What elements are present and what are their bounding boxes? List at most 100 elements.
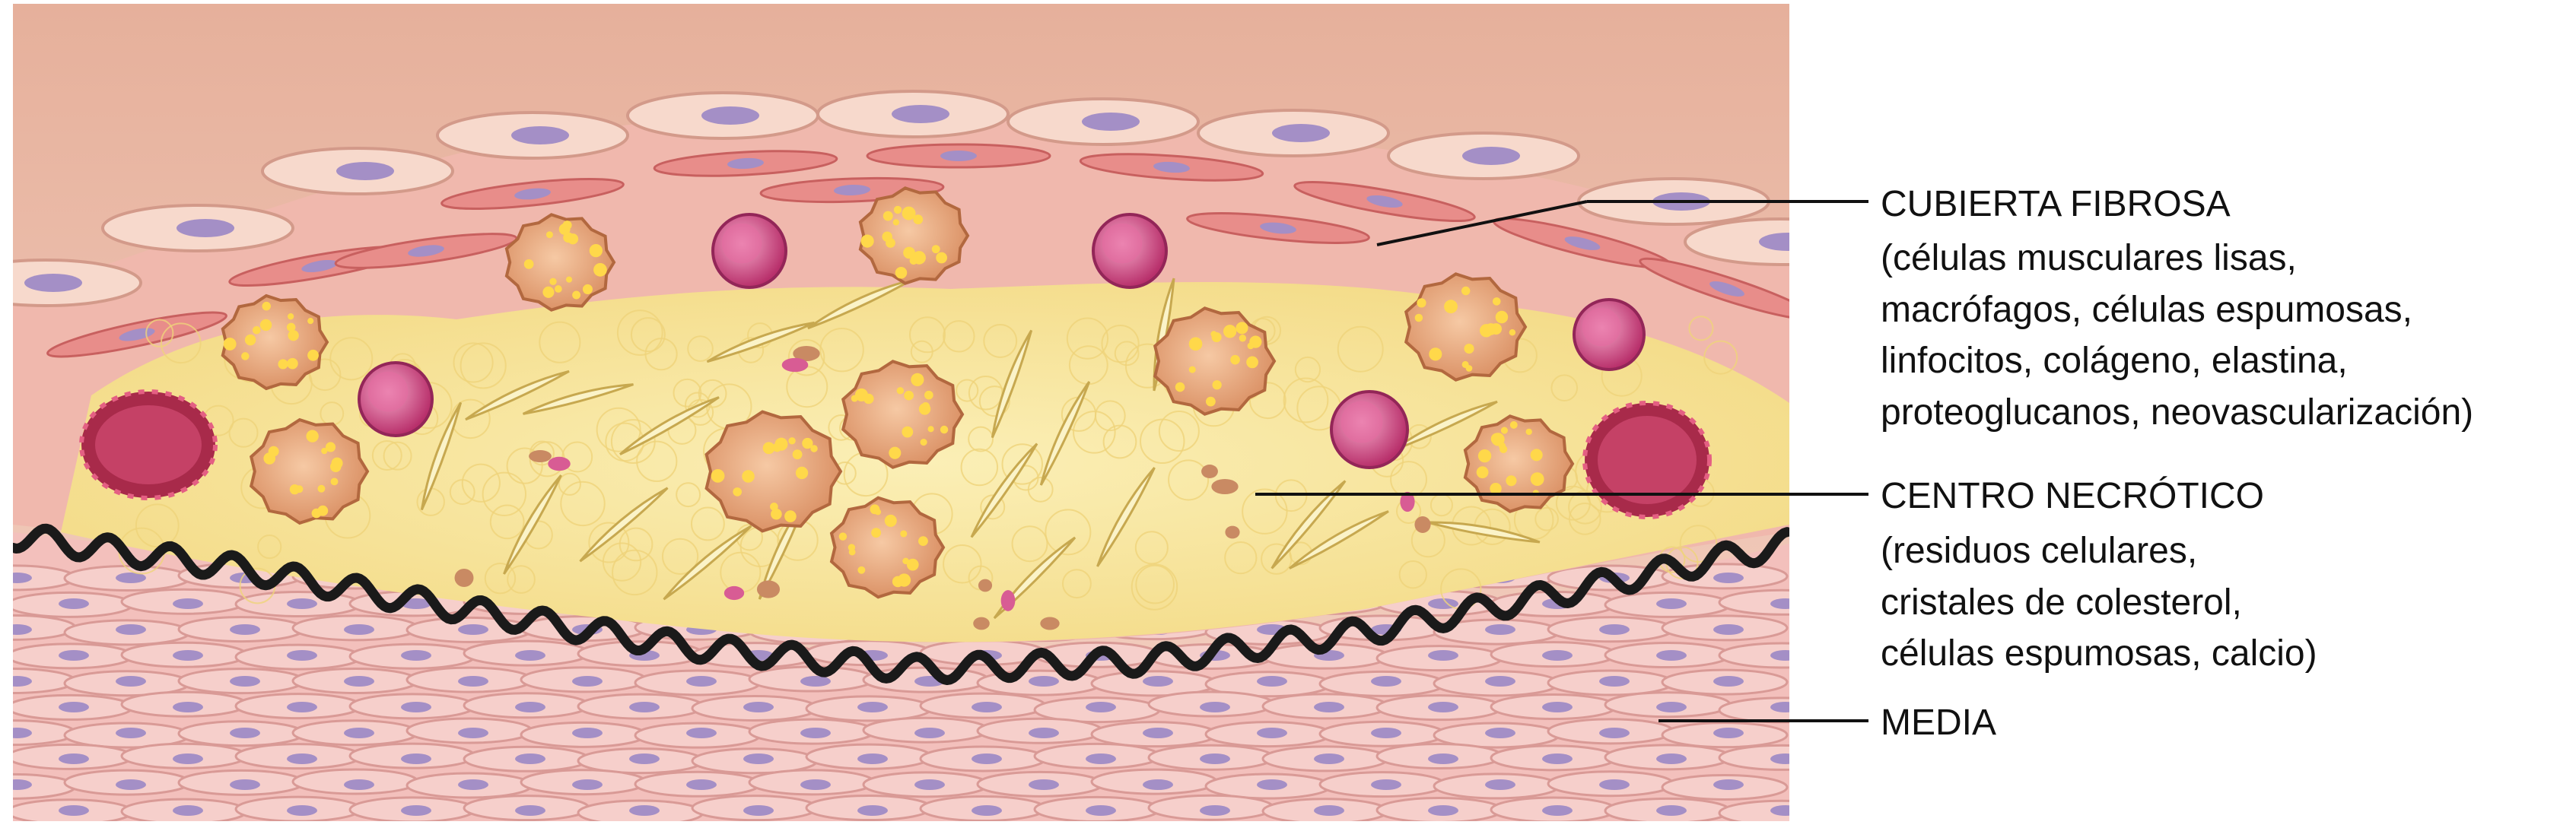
cellular-debris [454,346,1431,630]
lipid-droplet [1414,313,1423,322]
lipid-droplet [306,430,319,443]
cholesterol-crystal [1271,480,1347,569]
lipid-droplet [1188,337,1203,351]
lymphocyte [1092,213,1168,289]
media-cell-nucleus [1770,598,1789,609]
lipid-droplet [889,446,902,459]
lipid-droplet [742,470,755,483]
cholesterol-crystal [1289,510,1389,569]
core-bubble [943,544,982,584]
lipid-droplet [1530,449,1543,462]
media-cell [1718,642,1789,669]
media-cell-nucleus [1485,624,1515,635]
lipid-droplet [1500,427,1508,434]
media-cell-nucleus [1428,650,1458,661]
media-cell-nucleus [401,702,431,712]
cholesterol-crystal [619,396,720,455]
lipid-droplet [784,510,797,522]
smooth-muscle-nucleus [1564,236,1601,250]
media-cell-nucleus [1257,728,1287,738]
core-bubble [1066,317,1109,360]
media-cell-nucleus [230,779,260,790]
media-cell-nucleus [1599,676,1630,687]
endothelial-nucleus [336,162,394,180]
lipid-droplet [913,214,924,224]
lipid-droplet [542,286,555,298]
media-cell-nucleus [230,624,260,635]
lipid-droplet [287,313,294,320]
lipid-droplet [1495,310,1509,324]
foam-cell [829,496,946,599]
lipid-droplet [871,528,882,538]
lipid-droplet [1188,366,1196,373]
lymphocyte [1330,390,1409,469]
lipid-droplet [1490,482,1502,495]
lipid-droplet [1476,466,1489,479]
media-cell-nucleus [1542,702,1573,712]
media-cell-nucleus [173,805,203,816]
media-cell-nucleus [743,753,774,764]
media-cell-nucleus [1314,805,1344,816]
core-bubble [690,506,725,541]
debris-particle [781,357,809,373]
media-cell-nucleus [59,702,89,712]
core-bubble [1045,509,1092,556]
core-bubble [630,317,666,353]
lymphocytes [358,213,1646,469]
media-cell-nucleus [13,676,32,687]
core-bubble [1073,411,1116,454]
core-bubble [983,324,1018,358]
crystal-shape [1426,521,1541,544]
crystal-shape [522,383,634,415]
cholesterol-crystal [579,487,669,563]
lipid-droplet [1223,325,1237,338]
endothelial-nucleus [177,219,234,237]
media-cell-nucleus [629,805,660,816]
media-cell-nucleus [1143,728,1173,738]
core-bubble [371,440,402,471]
cholesterol-crystal [1393,400,1498,452]
core-bubble [460,342,507,389]
necrotic-core-line-1: (residuos celulares, [1881,531,2197,571]
core-bubble [980,494,1006,520]
media-cell-nucleus [1599,779,1630,790]
foam-cell [504,213,616,312]
core-bubble [1294,356,1321,383]
lipid-droplet [1444,300,1458,314]
lipid-droplet [589,243,603,258]
crystal-shape [465,370,570,421]
media-cell-nucleus [287,805,317,816]
core-bubble [257,534,282,560]
lipid-droplet [278,359,288,370]
foam-cells [221,186,1575,599]
fibrous-cap-line-4: proteoglucanos, neovascularización) [1881,392,2473,433]
crystal-shape [1289,510,1389,569]
debris-particle [1414,516,1431,533]
media-cell-nucleus [1656,702,1687,712]
fibrous-cap-leader [1376,200,1588,246]
core-bubble [1248,382,1286,420]
core-bubble [588,522,630,563]
core-bubble [1688,316,1714,341]
endothelial-nucleus [701,106,759,125]
lipid-droplet [810,445,818,452]
lipid-droplet [549,278,557,285]
lipid-droplet [311,508,322,519]
lipid-droplet [288,330,299,341]
core-bubble [484,562,517,595]
media-cell-nucleus [287,702,317,712]
lipid-droplet [911,373,924,386]
media-cell-nucleus [914,728,945,738]
lipid-droplet [1247,342,1255,350]
lymphocyte [1573,298,1646,371]
lipid-droplet [895,266,908,279]
media-cell-nucleus [572,779,603,790]
crystal-shape [619,396,720,455]
media-cell-nucleus [1029,676,1059,687]
media-cell-nucleus [287,598,317,609]
debris-particle [1400,491,1415,512]
lipid-droplet [523,259,534,269]
fibrous-cap-line-2: macrófagos, células espumosas, [1881,290,2412,330]
cholesterol-crystal [1426,521,1541,544]
smooth-muscle-nucleus [1709,281,1744,297]
